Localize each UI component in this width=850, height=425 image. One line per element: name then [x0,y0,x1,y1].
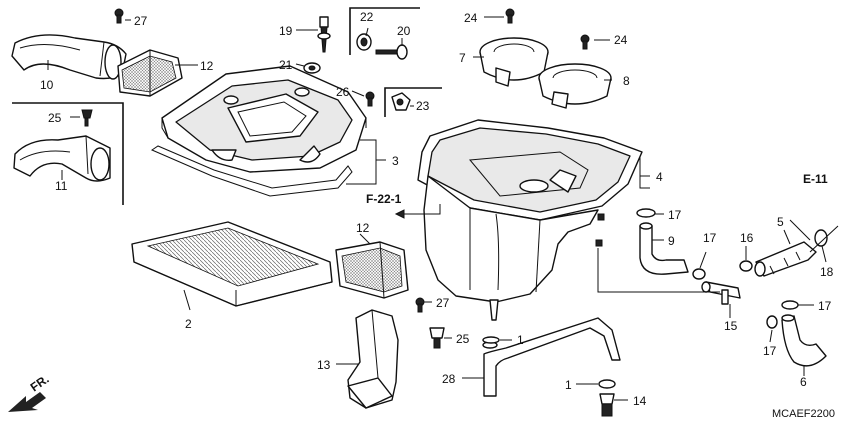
part-25-clip-lower [429,327,445,349]
callout-17-c: 17 [818,299,832,313]
callout-17-a: 17 [668,208,682,222]
group-rule-23 [384,87,442,117]
callout-10: 10 [40,78,54,92]
callout-12-top: 12 [200,59,214,73]
callout-labels: 27 12 10 25 11 19 21 22 20 26 23 24 24 7… [40,10,834,408]
group-rule-22-20 [349,7,420,55]
part-6-hose [781,314,827,367]
callout-13: 13 [317,358,331,372]
part-23-nut [391,92,411,111]
ref-f22-1: F-22-1 [366,192,402,206]
callout-9: 9 [668,234,675,248]
part-20-screw [375,44,408,60]
callout-26: 26 [336,85,350,99]
part-14-drain-plug [599,393,615,417]
front-arrow-icon [8,392,46,412]
part-22-grommet [356,33,372,51]
part-24-screw-b [580,34,590,50]
part-12-filter-boot-upper [117,49,183,97]
part-4-air-cleaner-case [417,119,643,321]
part-21-grommet [303,62,321,74]
part-28-drain-tube [482,317,621,397]
callout-25-left: 25 [48,111,62,125]
callout-5: 5 [777,215,784,229]
front-label: FR. [28,372,52,395]
part-7-air-funnel [479,37,549,87]
callout-14: 14 [633,394,647,408]
leader-lines [47,16,839,401]
part-27-screw-top [114,8,124,24]
part-24-screw-a [505,8,515,24]
callout-20: 20 [397,24,411,38]
ref-e11: E-11 [803,172,828,186]
callout-1-lower: 1 [565,378,572,392]
part-17-clamp-b [692,268,706,280]
callout-19: 19 [279,24,293,38]
callout-4: 4 [656,170,663,184]
f22-arrow-icon [394,209,405,219]
callout-21: 21 [279,58,293,72]
part-2-air-filter [131,221,333,307]
part-17-clamp-c [781,300,799,310]
callout-22: 22 [360,10,374,24]
callout-18: 18 [820,265,834,279]
part-1-clamp-upper [482,336,500,344]
part-26-screw [365,91,375,107]
part-1-clamp-lower [598,379,616,389]
part-10-intake-duct [11,34,127,80]
callout-8: 8 [623,74,630,88]
part-27-screw-lower [415,297,425,313]
part-25-clip-left [81,109,93,127]
callout-17-b: 17 [703,231,717,245]
callout-11: 11 [55,179,68,193]
callout-16: 16 [740,231,754,245]
callout-1-upper: 1 [517,333,524,347]
callout-15: 15 [724,319,738,333]
group-rule-25-11 [12,102,124,205]
part-8-air-funnel [538,63,612,109]
part-13-air-duct [347,309,399,409]
part-3-air-cleaner-cover [150,65,367,197]
callout-25-lower: 25 [456,332,470,346]
callout-24-a: 24 [464,11,478,25]
part-16-clamp [739,260,753,272]
part-11-intake-duct [13,135,111,182]
callout-27-top: 27 [134,14,148,28]
part-18-clamp [814,229,828,247]
part-9-hose [639,222,689,275]
part-17-clamp-d [766,315,778,329]
part-5-hose [754,241,817,277]
callout-28: 28 [442,372,456,386]
part-17-clamp-a [636,208,656,218]
callout-2: 2 [185,317,192,331]
callout-24-b: 24 [614,33,628,47]
part-12-filter-boot-lower [335,241,409,299]
callout-3: 3 [392,154,399,168]
part-19-bolt [317,16,331,53]
callout-7: 7 [459,51,466,65]
part-15-joint [701,281,741,305]
callout-17-d: 17 [763,344,777,358]
callout-23: 23 [416,99,430,113]
callout-27-lower: 27 [436,296,450,310]
callout-12-lower: 12 [356,221,370,235]
diagram-code: MCAEF2200 [772,408,835,420]
callout-6: 6 [800,375,807,389]
